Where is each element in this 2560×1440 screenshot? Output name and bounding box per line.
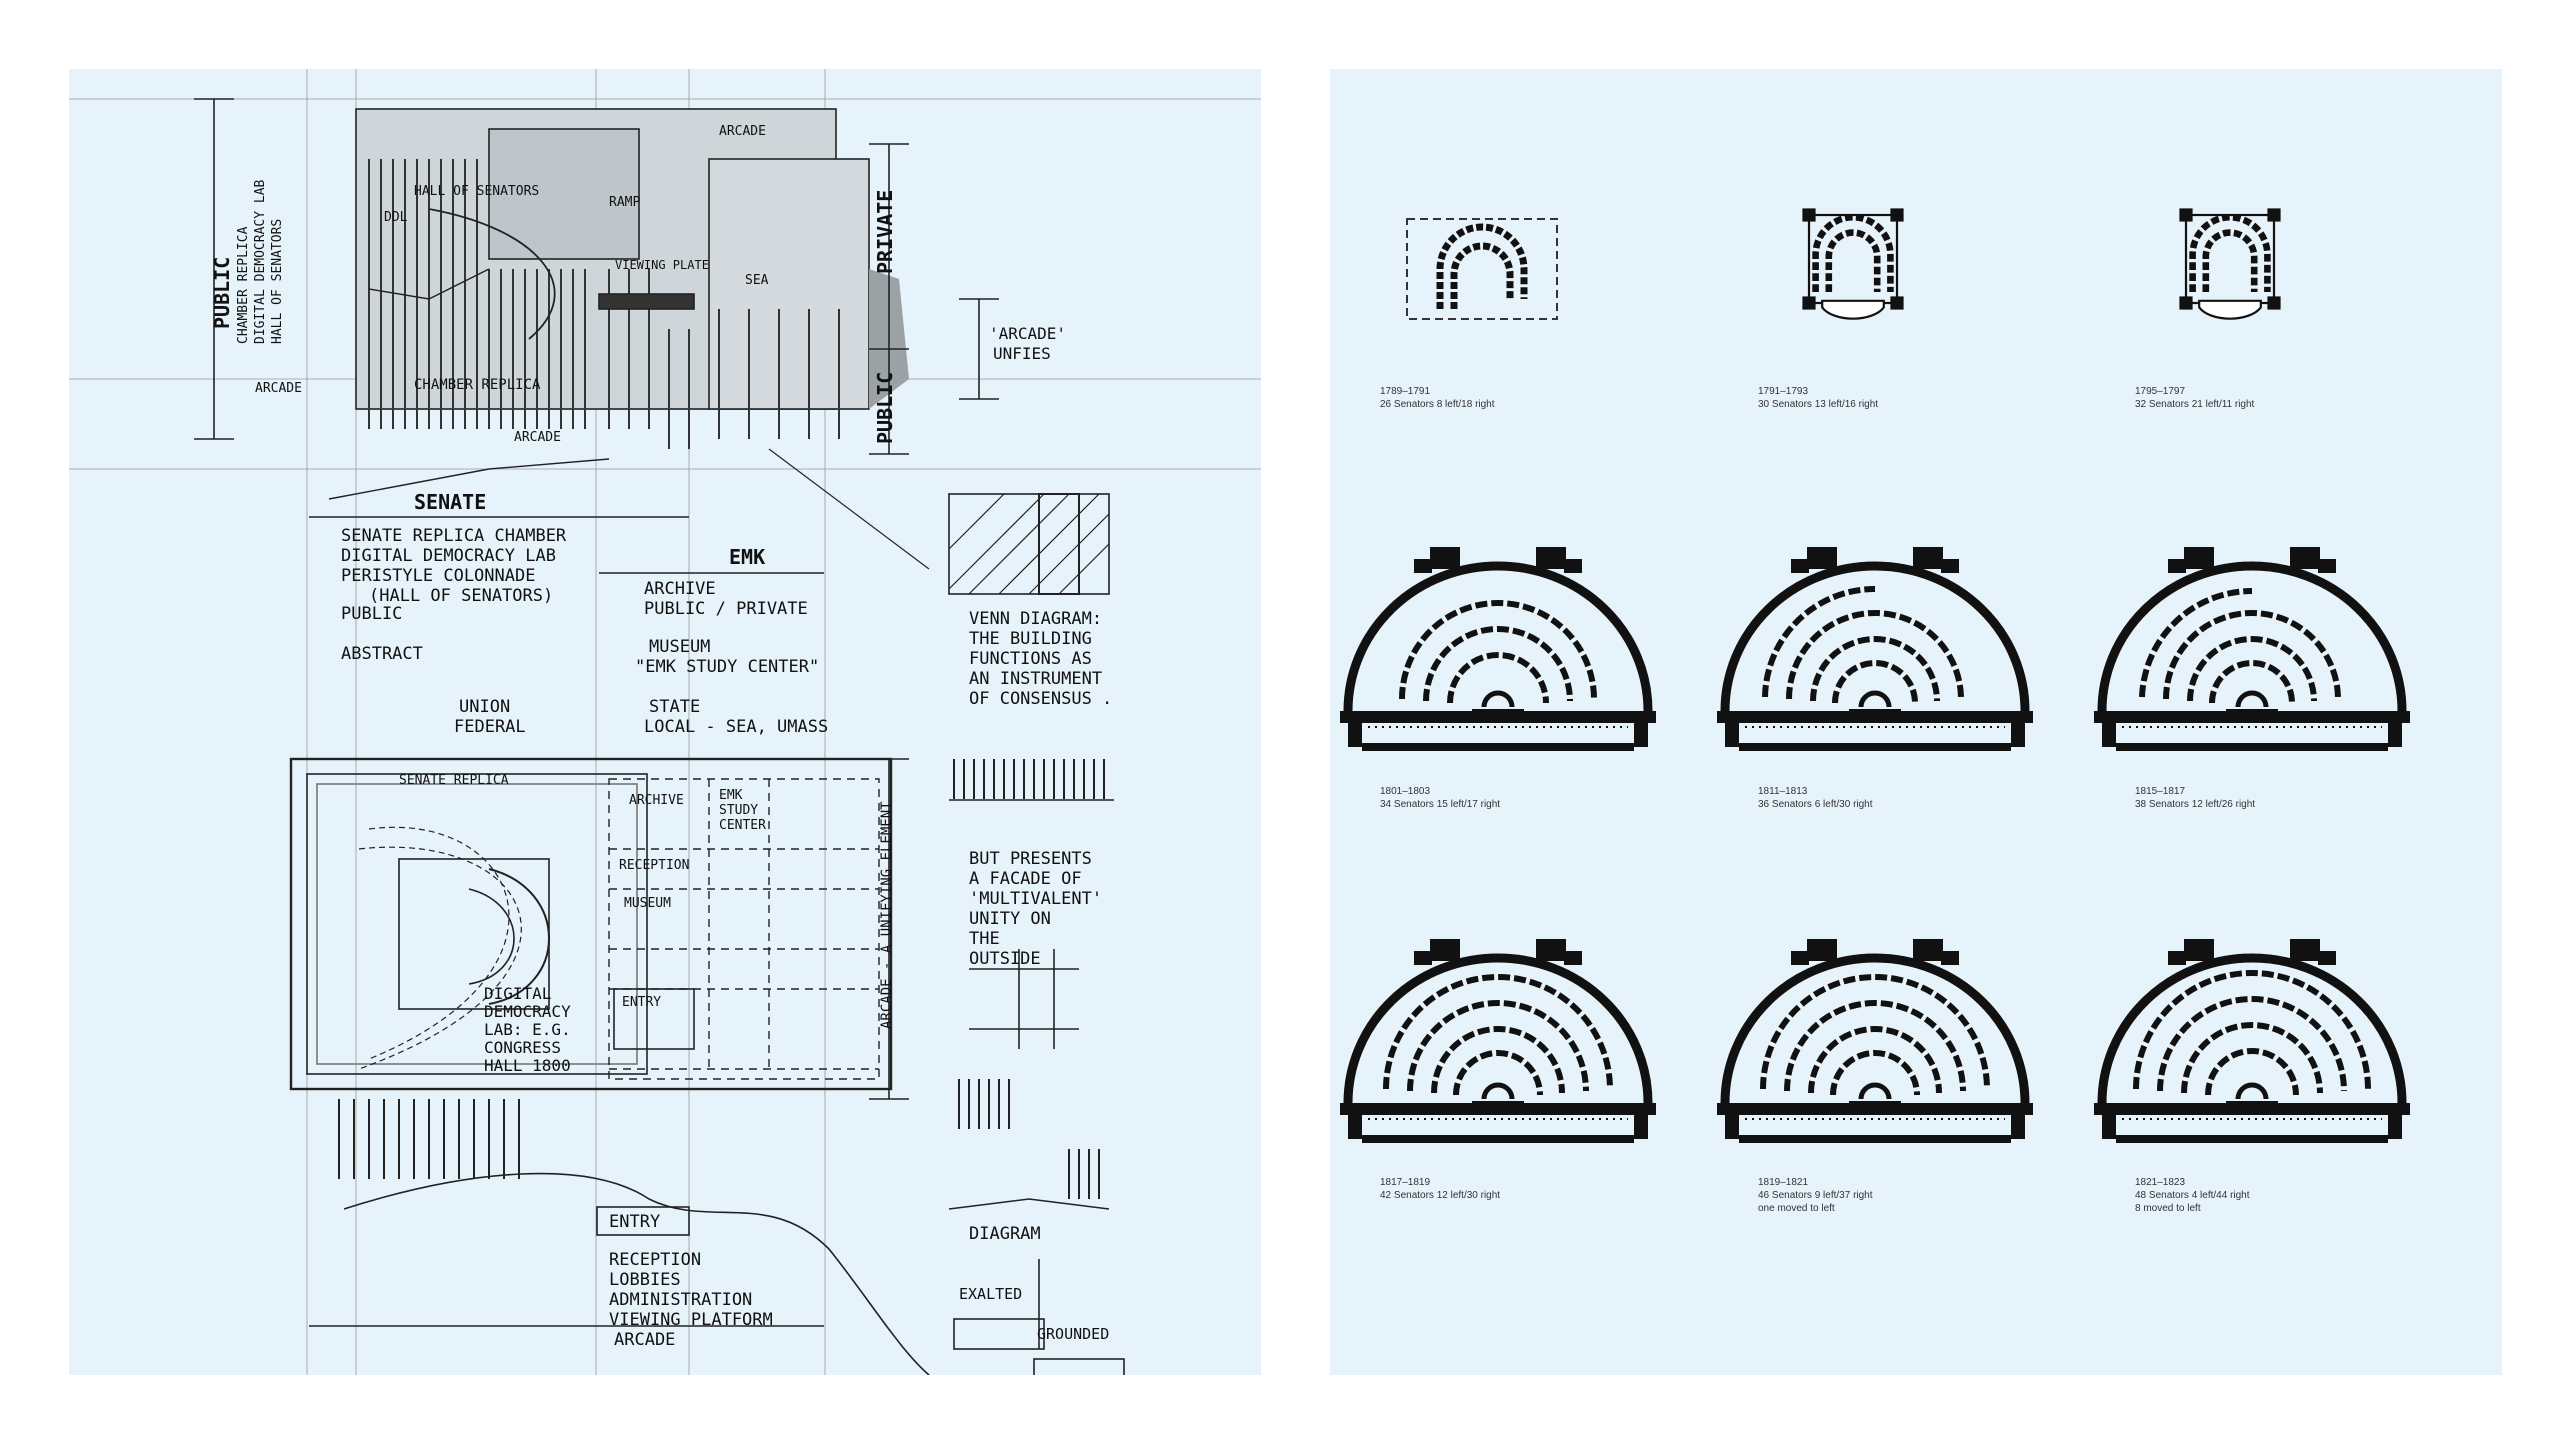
presents-6: OUTSIDE [969,949,1041,969]
dd-1: DIGITAL [484,984,551,1003]
federal: FEDERAL [454,717,526,737]
venn-5: OF CONSENSUS . [969,689,1112,709]
label-exalted: EXALTED [959,1285,1022,1303]
plan-senate-replica: SENATE REPLICA [399,773,509,788]
label-ddl: DDL [384,210,408,225]
dd-5: HALL 1800 [484,1056,571,1075]
label-diagram: DIAGRAM [969,1224,1041,1244]
plan-archive: ARCHIVE [629,793,684,808]
bottom-list-4: VIEWING PLATFORM [609,1310,773,1330]
caption-years-1: 1789–1791 [1380,386,1430,397]
plan-emk-2: STUDY [719,803,758,818]
presents-4: UNITY ON [969,909,1051,929]
archive-2: PUBLIC / PRIVATE [644,599,808,619]
union: UNION [459,697,510,717]
label-chamber-replica: CHAMBER REPLICA [414,377,541,393]
presents-1: BUT PRESENTS [969,849,1092,869]
caption-detail-3: 32 Senators 21 left/11 right [2135,399,2255,410]
public-note-3: HALL OF SENATORS [270,219,285,344]
arcade-unifies-2: UNFIES [993,344,1051,363]
sketch-panel: HALL OF SENATORS RAMP DDL VIEWING PLATE … [69,69,1261,1375]
senate-list-3: PERISTYLE COLONNADE [341,566,535,586]
caption-years-8: 1819–1821 [1758,1177,1808,1188]
caption-years-2: 1791–1793 [1758,386,1808,397]
dd-3: LAB: E.G. [484,1020,571,1039]
bottom-list-2: LOBBIES [609,1270,681,1290]
dd-2: DEMOCRACY [484,1002,571,1021]
state: STATE [649,697,700,717]
label-public-vertical: PUBLIC [210,257,234,329]
caption-detail-8: 46 Senators 9 left/37 right [1758,1190,1873,1201]
label-hall-of-senators: HALL OF SENATORS [414,184,539,199]
label-arcade-top: ARCADE [719,124,766,139]
senate-list-2: DIGITAL DEMOCRACY LAB [341,546,556,566]
label-grounded: GROUNDED [1037,1325,1109,1343]
label-arcade-left: ARCADE [255,381,302,396]
caption-note-8: one moved to left [1758,1203,1835,1214]
presents-5: THE [969,929,1000,949]
label-senate: SENATE [414,490,486,514]
caption-years-5: 1811–1813 [1758,786,1808,797]
venn-4: AN INSTRUMENT [969,669,1102,689]
caption-detail-6: 38 Senators 12 left/26 right [2135,799,2255,810]
label-sea: SEA [745,273,769,288]
label-ramp: RAMP [609,195,640,210]
venn-2: THE BUILDING [969,629,1092,649]
local: LOCAL - SEA, UMASS [644,717,828,737]
caption-detail-2: 30 Senators 13 left/16 right [1758,399,1878,410]
caption-years-4: 1801–1803 [1380,786,1430,797]
label-public-right-vertical: PUBLIC [873,372,897,444]
presents-2: A FACADE OF [969,869,1082,889]
public-note-2: DIGITAL DEMOCRACY LAB [253,179,268,344]
sketch-drawing: HALL OF SENATORS RAMP DDL VIEWING PLATE … [69,69,1261,1375]
caption-detail-1: 26 Senators 8 left/18 right [1380,399,1495,410]
label-emk: EMK [729,545,765,569]
senate-list-4: (HALL OF SENATORS) [369,586,553,606]
caption-detail-4: 34 Senators 15 left/17 right [1380,799,1500,810]
label-arcade-bottom: ARCADE [514,430,561,445]
caption-detail-9: 48 Senators 4 left/44 right [2135,1190,2250,1201]
plan-arcade-vertical: ARCADE - A UNIFYING ELEMENT [879,801,895,1029]
presents-3: 'MULTIVALENT' [969,889,1102,909]
chamber-timeline: 1789–1791 26 Senators 8 left/18 right 17… [1330,69,2502,1214]
public-note-1: CHAMBER REPLICA [236,226,251,344]
plan-museum: MUSEUM [624,896,671,911]
abstract: ABSTRACT [341,644,423,664]
bottom-arcade: ARCADE [614,1330,675,1350]
arcade-unifies-1: 'ARCADE' [989,324,1066,343]
venn-1: VENN DIAGRAM: [969,609,1102,629]
bottom-list-3: ADMINISTRATION [609,1290,752,1310]
caption-years-9: 1821–1823 [2135,1177,2185,1188]
plan-reception: RECEPTION [619,858,689,873]
museum-2: "EMK STUDY CENTER" [635,657,819,677]
caption-detail-7: 42 Senators 12 left/30 right [1380,1190,1500,1201]
dd-4: CONGRESS [484,1038,561,1057]
caption-detail-5: 36 Senators 6 left/30 right [1758,799,1873,810]
caption-note-9: 8 moved to left [2135,1203,2201,1214]
chamber-timeline-panel: 1789–1791 26 Senators 8 left/18 right 17… [1330,69,2502,1375]
bottom-list-1: RECEPTION [609,1250,701,1270]
archive-1: ARCHIVE [644,579,716,599]
plan-emk-3: CENTER [719,818,766,833]
venn-3: FUNCTIONS AS [969,649,1092,669]
caption-years-6: 1815–1817 [2135,786,2185,797]
senate-list-1: SENATE REPLICA CHAMBER [341,526,567,546]
public-arrow: PUBLIC [341,604,402,624]
plan-emk-1: EMK [719,788,743,803]
caption-years-3: 1795–1797 [2135,386,2185,397]
caption-years-7: 1817–1819 [1380,1177,1430,1188]
museum-1: MUSEUM [649,637,710,657]
label-viewing: VIEWING PLATE [615,258,709,272]
label-private-vertical: PRIVATE [873,190,897,274]
bottom-entry: ENTRY [609,1212,660,1232]
plan-entry: ENTRY [622,995,661,1010]
